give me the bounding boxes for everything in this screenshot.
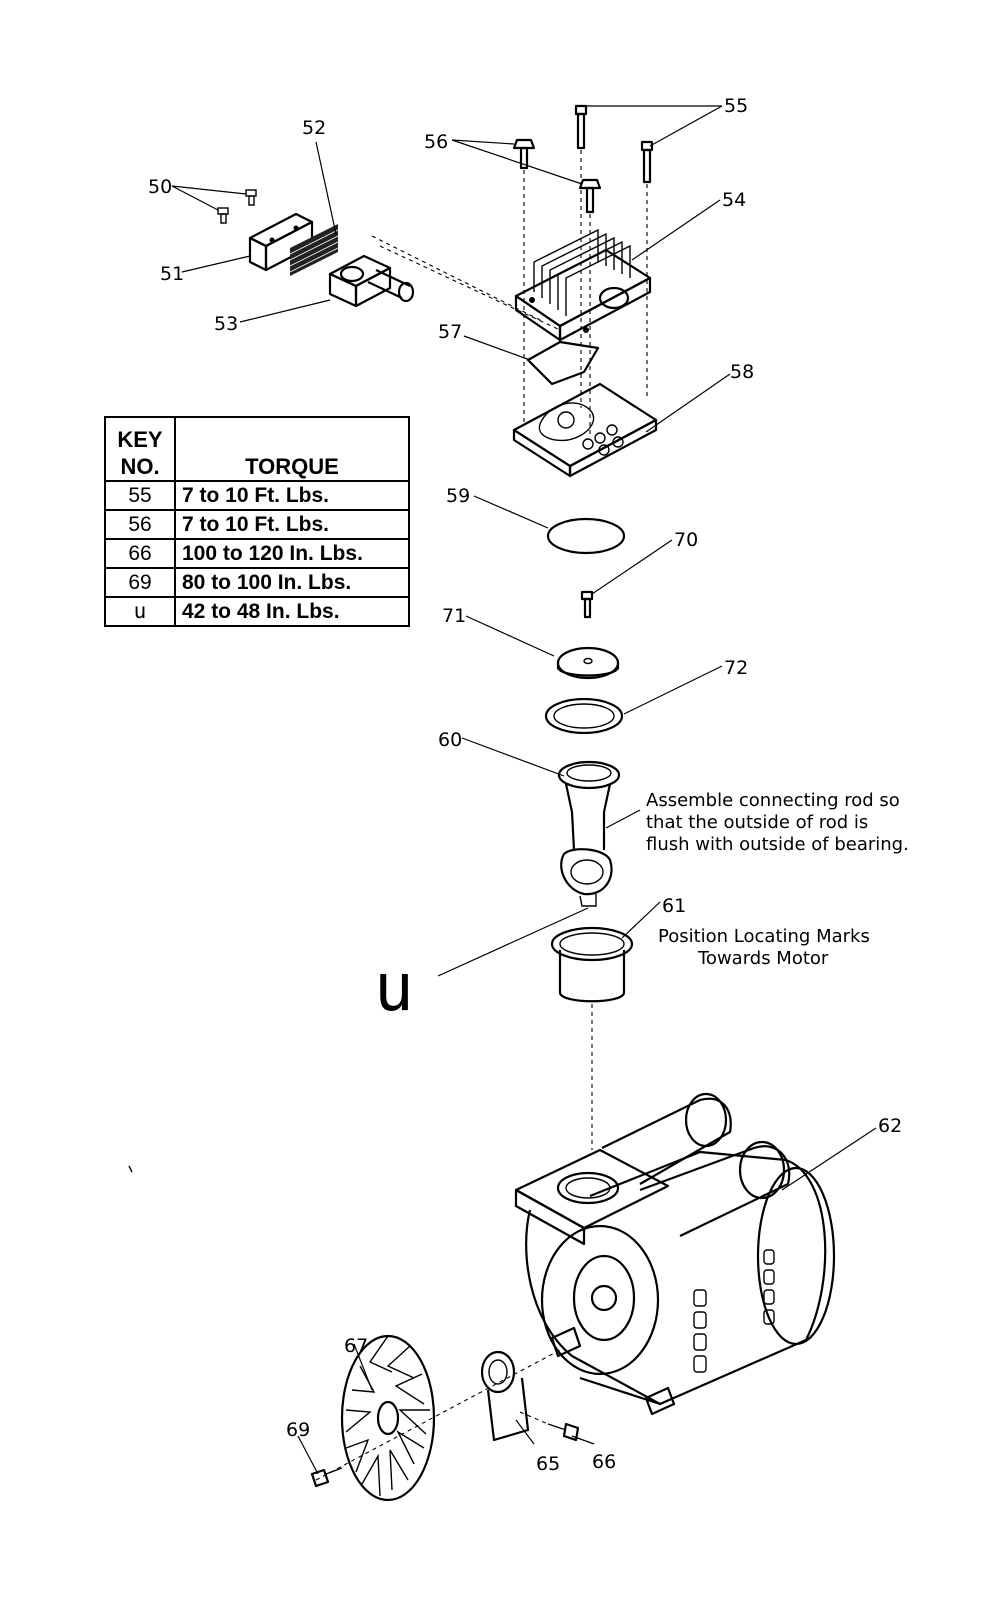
- key-cell: 66: [104, 538, 176, 569]
- callout-51: 51: [160, 263, 184, 285]
- callout-u: u: [374, 949, 414, 1026]
- callout-58: 58: [730, 361, 754, 383]
- callout-65: 65: [536, 1453, 560, 1475]
- callout-50: 50: [148, 176, 172, 198]
- callout-labels: 50 51 52 53 54 55 56 57 58 59 60 61 62 6…: [148, 95, 902, 1475]
- key-cell: 56: [104, 509, 176, 540]
- table-row: 56 7 to 10 Ft. Lbs.: [104, 509, 410, 540]
- header-key-no: KEY NO.: [104, 416, 176, 482]
- note-line: Towards Motor: [697, 948, 829, 969]
- note-line: that the outside of rod is: [646, 812, 868, 833]
- callout-56: 56: [424, 131, 448, 153]
- torque-cell: 42 to 48 In. Lbs.: [174, 596, 410, 627]
- gasket-57: [526, 340, 600, 386]
- note-line: Position Locating Marks: [658, 926, 870, 947]
- note-connecting-rod: Assemble connecting rod so that the outs…: [646, 790, 909, 855]
- fan-67: [340, 1334, 436, 1502]
- bolt-56a: [512, 138, 536, 170]
- torque-cell: 7 to 10 Ft. Lbs.: [174, 509, 410, 540]
- connecting-rod-60: [557, 760, 621, 907]
- header-torque: TORQUE: [174, 416, 410, 482]
- intake-assembly: [217, 189, 415, 308]
- leader-lines: [171, 105, 877, 1475]
- screw-69: [310, 1467, 343, 1488]
- valve-plate-58: [512, 382, 658, 478]
- callout-52: 52: [302, 117, 326, 139]
- eccentric-65: [480, 1350, 530, 1442]
- bolt-56b: [578, 178, 602, 214]
- screw-66: [547, 1422, 580, 1442]
- callout-55: 55: [724, 95, 748, 117]
- header-key-line1: KEY: [117, 427, 163, 452]
- header-key-line2: NO.: [120, 454, 160, 479]
- callout-71: 71: [442, 605, 466, 627]
- callout-61: 61: [662, 895, 686, 917]
- torque-table: KEY NO. TORQUE 55 7 to 10 Ft. Lbs. 56 7 …: [104, 416, 410, 627]
- callout-59: 59: [446, 485, 470, 507]
- torque-cell: 100 to 120 In. Lbs.: [174, 538, 410, 569]
- key-cell: 55: [104, 480, 176, 511]
- motor-62: [514, 1092, 836, 1416]
- note-line: flush with outside of bearing.: [646, 834, 909, 855]
- callout-69: 69: [286, 1419, 310, 1441]
- torque-table-header: KEY NO. TORQUE: [104, 416, 410, 482]
- table-row: 69 80 to 100 In. Lbs.: [104, 567, 410, 598]
- callout-53: 53: [214, 313, 238, 335]
- table-row: u 42 to 48 In. Lbs.: [104, 596, 410, 627]
- bolt-55a: [574, 104, 588, 150]
- screw-50a: [245, 189, 257, 206]
- callout-72: 72: [724, 657, 748, 679]
- note-locating-marks: Position Locating Marks Towards Motor: [658, 926, 870, 969]
- callout-57: 57: [438, 321, 462, 343]
- intake-housing-53: [328, 254, 415, 308]
- note-line: Assemble connecting rod so: [646, 790, 900, 811]
- callout-60: 60: [438, 729, 462, 751]
- retainer-71: [556, 646, 620, 680]
- table-row: 55 7 to 10 Ft. Lbs.: [104, 480, 410, 511]
- callout-70: 70: [674, 529, 698, 551]
- callout-67: 67: [344, 1335, 368, 1357]
- bearing-61: [550, 926, 634, 1003]
- bolt-55b: [640, 140, 654, 184]
- table-row: 66 100 to 120 In. Lbs.: [104, 538, 410, 569]
- torque-cell: 80 to 100 In. Lbs.: [174, 567, 410, 598]
- torque-cell: 7 to 10 Ft. Lbs.: [174, 480, 410, 511]
- cup-72: [544, 697, 624, 735]
- callout-66: 66: [592, 1451, 616, 1473]
- key-cell: u: [104, 596, 176, 627]
- key-cell: 69: [104, 567, 176, 598]
- screw-70: [580, 590, 594, 619]
- screw-50b: [217, 207, 229, 224]
- filter-52: [289, 224, 339, 276]
- cylinder-head-54: [514, 228, 652, 342]
- o-ring-59: [546, 517, 626, 555]
- callout-62: 62: [878, 1115, 902, 1137]
- callout-54: 54: [722, 189, 746, 211]
